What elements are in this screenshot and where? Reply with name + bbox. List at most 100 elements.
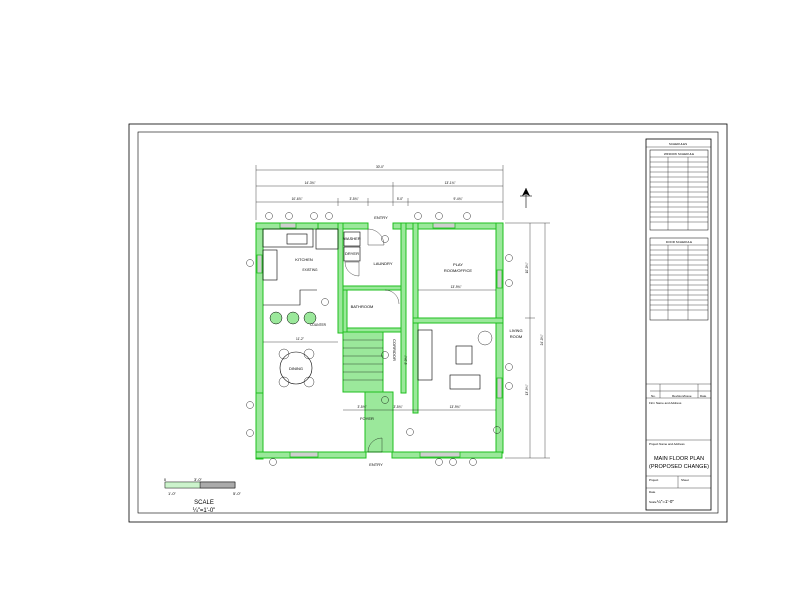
stool-1	[269, 311, 283, 325]
sofa	[417, 329, 433, 381]
scale-bar-top: 3'-0"	[194, 477, 203, 482]
note-counter: COUNTER	[310, 323, 326, 327]
dim-right-total: 24'-0¾"	[540, 335, 544, 346]
label-play-2: ROOM/OFFICE	[444, 268, 473, 273]
washer	[343, 231, 361, 247]
room-labels: ENTRY KITCHEN WASHER DRYER LAUNDRY BATHR…	[289, 215, 523, 467]
dim-top-right: 13'-1¾"	[445, 181, 456, 185]
fridge	[315, 228, 339, 250]
window-east-2	[496, 377, 503, 399]
tb-rev-desc: Revision/Issue	[672, 394, 692, 398]
door-laundry	[344, 261, 360, 277]
tb-header: SCHEDULES	[669, 142, 687, 146]
wall-laundry-south	[342, 285, 402, 291]
dim-row-b: 3'-5¾"	[349, 197, 358, 201]
scale-left-tick: 0	[164, 477, 167, 482]
dim-bottom-c: 13'-9¾"	[450, 405, 461, 409]
coffee-table	[455, 345, 473, 365]
door-entry-bottom	[367, 437, 383, 453]
armchair	[477, 330, 493, 346]
window-east-1	[496, 269, 503, 289]
dim-dining-width: 11'-2"	[296, 337, 304, 341]
dining-chair-3	[278, 376, 290, 388]
window-schedule-table	[649, 149, 709, 231]
window-south-1	[289, 451, 319, 458]
window-north-2	[279, 222, 297, 229]
dim-right-upper: 10'-0¾"	[525, 263, 529, 274]
tb-scale-label: Scale	[649, 500, 657, 504]
dining-chair-2	[303, 348, 315, 360]
scale-bottom-left: 1'-0"	[168, 491, 177, 496]
wall-bath-west	[342, 289, 348, 333]
tb-sheet-title-1: MAIN FLOOR PLAN	[654, 456, 704, 462]
scale-value: ¼"=1'-0"	[193, 508, 216, 514]
dim-bottom-a: 3'-5¾"	[357, 405, 366, 409]
wall-east	[495, 222, 504, 454]
label-entry-bottom: ENTRY	[369, 462, 383, 467]
tb-date-label: Date	[649, 490, 656, 494]
window-west-1	[256, 254, 263, 274]
dim-row-a: 10'-6⅞"	[292, 197, 303, 201]
dim-play-width: 13'-9¾"	[451, 285, 462, 289]
stair-treads	[343, 339, 383, 381]
label-play-1: PLAY	[453, 262, 463, 267]
label-kitchen: KITCHEN	[295, 257, 313, 262]
wall-west	[255, 222, 264, 394]
dryer	[343, 246, 361, 262]
title-block: SCHEDULES WINDOW SCHEDULE DOOR SCHEDULE	[645, 138, 712, 511]
wall-corridor	[400, 222, 407, 394]
tb-sheet-title-2: (PROPOSED CHANGE)	[649, 464, 709, 470]
wall-bath-south	[342, 327, 402, 333]
kitchen-sink	[286, 233, 308, 245]
sheet-inner-border	[137, 131, 719, 514]
window-south-2	[419, 451, 461, 458]
tb-project: Project Name and Address	[649, 442, 685, 446]
stool-3	[303, 311, 317, 325]
note-existing: EXISTING	[303, 268, 318, 272]
dim-bottom-b: 3'-5¾"	[393, 405, 402, 409]
stool-2	[286, 311, 300, 325]
scale-bar: 3'-0" 0 1'-0" 5'-0" SCALE ¼"=1'-0"	[164, 477, 242, 514]
kitchen-counter-top	[262, 228, 314, 248]
tb-project-label: Project	[649, 478, 659, 482]
stair	[342, 331, 384, 393]
window-tags	[246, 212, 513, 466]
dining-chair-4	[303, 376, 315, 388]
scale-bottom-right: 5'-0"	[233, 491, 242, 496]
dimension-lines	[255, 165, 550, 459]
foyer-wall	[364, 391, 394, 453]
sheet-outer-border	[128, 123, 728, 523]
stove	[262, 249, 278, 281]
dim-row-d: 9'-4¾"	[453, 197, 462, 201]
label-dining: DINING	[289, 366, 303, 371]
tb-rev-no: No.	[651, 394, 656, 398]
dimension-labels: 30'-0" 14'-3¾" 13'-1¾" 10'-6⅞" 3'-5¾" 5'…	[292, 165, 544, 409]
label-entry-top: ENTRY	[374, 215, 388, 220]
door-schedule-table	[649, 237, 709, 321]
wall-laundry-west	[337, 222, 344, 334]
scale-title: SCALE	[194, 500, 214, 506]
wall-play-south	[412, 317, 504, 324]
label-living-1: LIVING	[509, 328, 522, 333]
dim-corridor-len: 9'-3¾"	[404, 355, 408, 364]
dining-chair-1	[278, 348, 290, 360]
label-bathroom: BATHROOM	[351, 304, 374, 309]
tb-scale-value: ¼"=1'-0"	[657, 499, 674, 504]
label-foyer: FOYER	[360, 416, 374, 421]
floor-plan	[255, 222, 504, 460]
tb-firm: Firm Name and Address	[649, 401, 682, 405]
window-north-1	[432, 222, 456, 229]
label-living-2: ROOM	[510, 334, 522, 339]
dining-table	[279, 351, 313, 385]
tb-rev-date: Date	[700, 394, 707, 398]
wall-west-lower	[255, 392, 264, 460]
label-laundry: LAUNDRY	[373, 261, 392, 266]
tb-door-schedule: DOOR SCHEDULE	[666, 240, 692, 244]
door-entry-top	[367, 228, 385, 246]
dim-right-lower: 13'-9¾"	[525, 385, 529, 396]
door-bathroom	[384, 289, 400, 305]
loveseat	[449, 374, 481, 390]
dim-top-left: 14'-3¾"	[305, 181, 316, 185]
north-arrow-icon	[520, 188, 532, 208]
dim-overall: 30'-0"	[376, 165, 384, 169]
